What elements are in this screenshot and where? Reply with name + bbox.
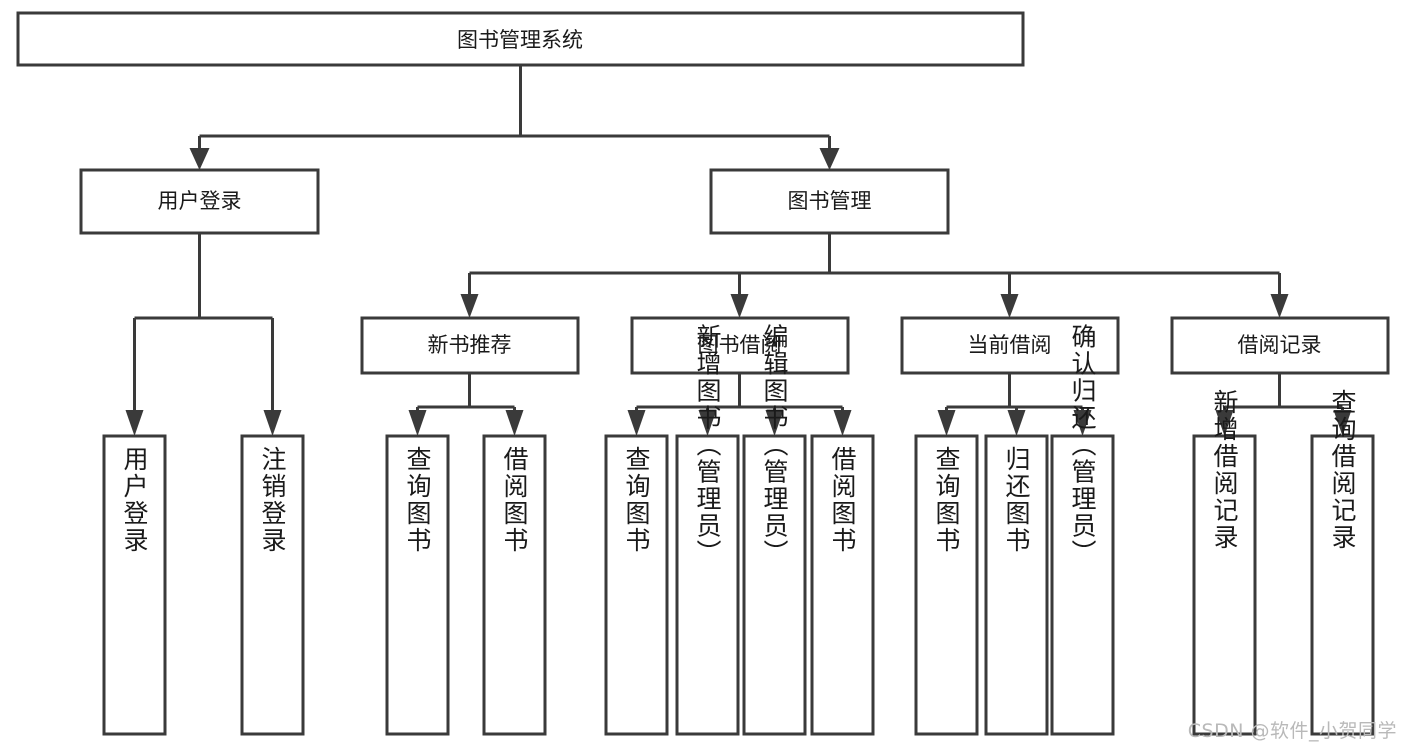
leaf-node-add-book-admin[interactable]: 新增图书（管理员） [675, 324, 740, 736]
leaf-box-6[interactable] [675, 434, 740, 736]
node-user-login[interactable]: 用户登录 [79, 168, 320, 235]
leaf-box-4[interactable] [482, 434, 547, 736]
arrow-head-leaf-6 [698, 410, 717, 436]
connector-layer [125, 65, 1352, 436]
leaf-label-7: 编辑图书（管理员） [760, 324, 789, 567]
node-borrow-record[interactable]: 借阅记录 [1170, 316, 1390, 375]
node-current-borrow[interactable]: 当前借阅 [900, 316, 1120, 375]
node-new-book-recommend-box[interactable] [360, 316, 580, 375]
leaf-box-3[interactable] [385, 434, 450, 736]
arrow-head-leaf-13 [1333, 410, 1352, 436]
leaf-box-12[interactable] [1192, 434, 1257, 736]
arrow-head-leaf-4 [505, 410, 524, 436]
arrow-head-leaf-11 [1073, 410, 1092, 436]
arrow-head-leaf-10 [1007, 410, 1026, 436]
leaf-label-8: 借阅图书 [828, 446, 857, 554]
node-book-management-label: 图书管理 [788, 189, 872, 213]
leaf-node-query-book-b[interactable]: 查询图书 [604, 434, 669, 736]
node-current-borrow-label: 当前借阅 [968, 333, 1052, 357]
arrow-head-leaf-9 [937, 410, 956, 436]
arrow-head-leaf-2 [263, 410, 282, 436]
leaf-label-11: 确认归还（管理员） [1068, 324, 1097, 567]
node-user-login-label: 用户登录 [158, 189, 242, 213]
leaf-node-query-book-a[interactable]: 查询图书 [385, 434, 450, 736]
arrow-head-user-login [189, 148, 210, 170]
leaf-node-query-book-c[interactable]: 查询图书 [914, 434, 979, 736]
node-borrow-record-label: 借阅记录 [1238, 333, 1322, 357]
leaf-label-4: 借阅图书 [500, 446, 529, 554]
leaf-node-confirm-return-admin[interactable]: 确认归还（管理员） [1050, 324, 1115, 736]
arrow-head-leaf-1 [125, 410, 144, 436]
leaf-label-2: 注销登录 [258, 446, 287, 554]
leaf-label-13: 查询借阅记录 [1328, 389, 1357, 551]
csdn-watermark: CSDN @软件_小贺同学 [1187, 720, 1397, 742]
leaf-node-borrow-book-b[interactable]: 借阅图书 [810, 434, 875, 736]
arrow-head-leaf-5 [627, 410, 646, 436]
arrow-head-leaf-8 [833, 410, 852, 436]
leaf-label-1: 用户登录 [120, 446, 149, 554]
arrow-head-book-manage [819, 148, 840, 170]
node-new-book-recommend-label: 新书推荐 [428, 333, 512, 357]
leaf-node-add-borrow-record[interactable]: 新增借阅记录 [1192, 389, 1257, 736]
leaf-label-5: 查询图书 [622, 446, 651, 554]
arrow-head-borrow-book [730, 294, 749, 318]
node-root-label: 图书管理系统 [457, 28, 583, 52]
leaf-box-2[interactable] [240, 434, 305, 736]
leaf-label-6: 新增图书（管理员） [693, 324, 722, 567]
leaf-node-edit-book-admin[interactable]: 编辑图书（管理员） [742, 324, 807, 736]
node-user-login-box[interactable] [79, 168, 320, 235]
node-book-borrow-label: 图书借阅 [698, 333, 782, 357]
leaf-box-8[interactable] [810, 434, 875, 736]
arrow-head-new-book [460, 294, 479, 318]
leaf-node-borrow-book-a[interactable]: 借阅图书 [482, 434, 547, 736]
arrow-head-leaf-7 [765, 410, 784, 436]
leaf-node-query-borrow-record[interactable]: 查询借阅记录 [1310, 389, 1375, 736]
arrow-head-leaf-3 [408, 410, 427, 436]
leaf-node-user-login[interactable]: 用户登录 [102, 434, 167, 736]
node-book-management-box[interactable] [709, 168, 950, 235]
node-new-book-recommend[interactable]: 新书推荐 [360, 316, 580, 375]
arrow-head-borrow-record [1270, 294, 1289, 318]
leaf-box-9[interactable] [914, 434, 979, 736]
leaf-label-3: 查询图书 [403, 446, 432, 554]
leaf-box-10[interactable] [984, 434, 1049, 736]
leaf-box-1[interactable] [102, 434, 167, 736]
node-book-management[interactable]: 图书管理 [709, 168, 950, 235]
leaf-label-9: 查询图书 [932, 446, 961, 554]
leaf-label-12: 新增借阅记录 [1210, 389, 1239, 551]
leaf-box-13[interactable] [1310, 434, 1375, 736]
leaf-box-11[interactable] [1050, 434, 1115, 736]
node-book-borrow-box[interactable] [630, 316, 850, 375]
leaf-label-10: 归还图书 [1002, 446, 1031, 554]
node-root-system[interactable]: 图书管理系统 [16, 11, 1025, 67]
leaf-box-7[interactable] [742, 434, 807, 736]
node-borrow-record-box[interactable] [1170, 316, 1390, 375]
node-current-borrow-box[interactable] [900, 316, 1120, 375]
arrow-head-leaf-12 [1215, 410, 1234, 436]
leaf-node-return-book[interactable]: 归还图书 [984, 434, 1049, 736]
node-root-box[interactable] [16, 11, 1025, 67]
arrow-head-current-borrow [1000, 294, 1019, 318]
node-book-borrow[interactable]: 图书借阅 [630, 316, 850, 375]
leaf-box-5[interactable] [604, 434, 669, 736]
leaf-node-logout[interactable]: 注销登录 [240, 434, 305, 736]
